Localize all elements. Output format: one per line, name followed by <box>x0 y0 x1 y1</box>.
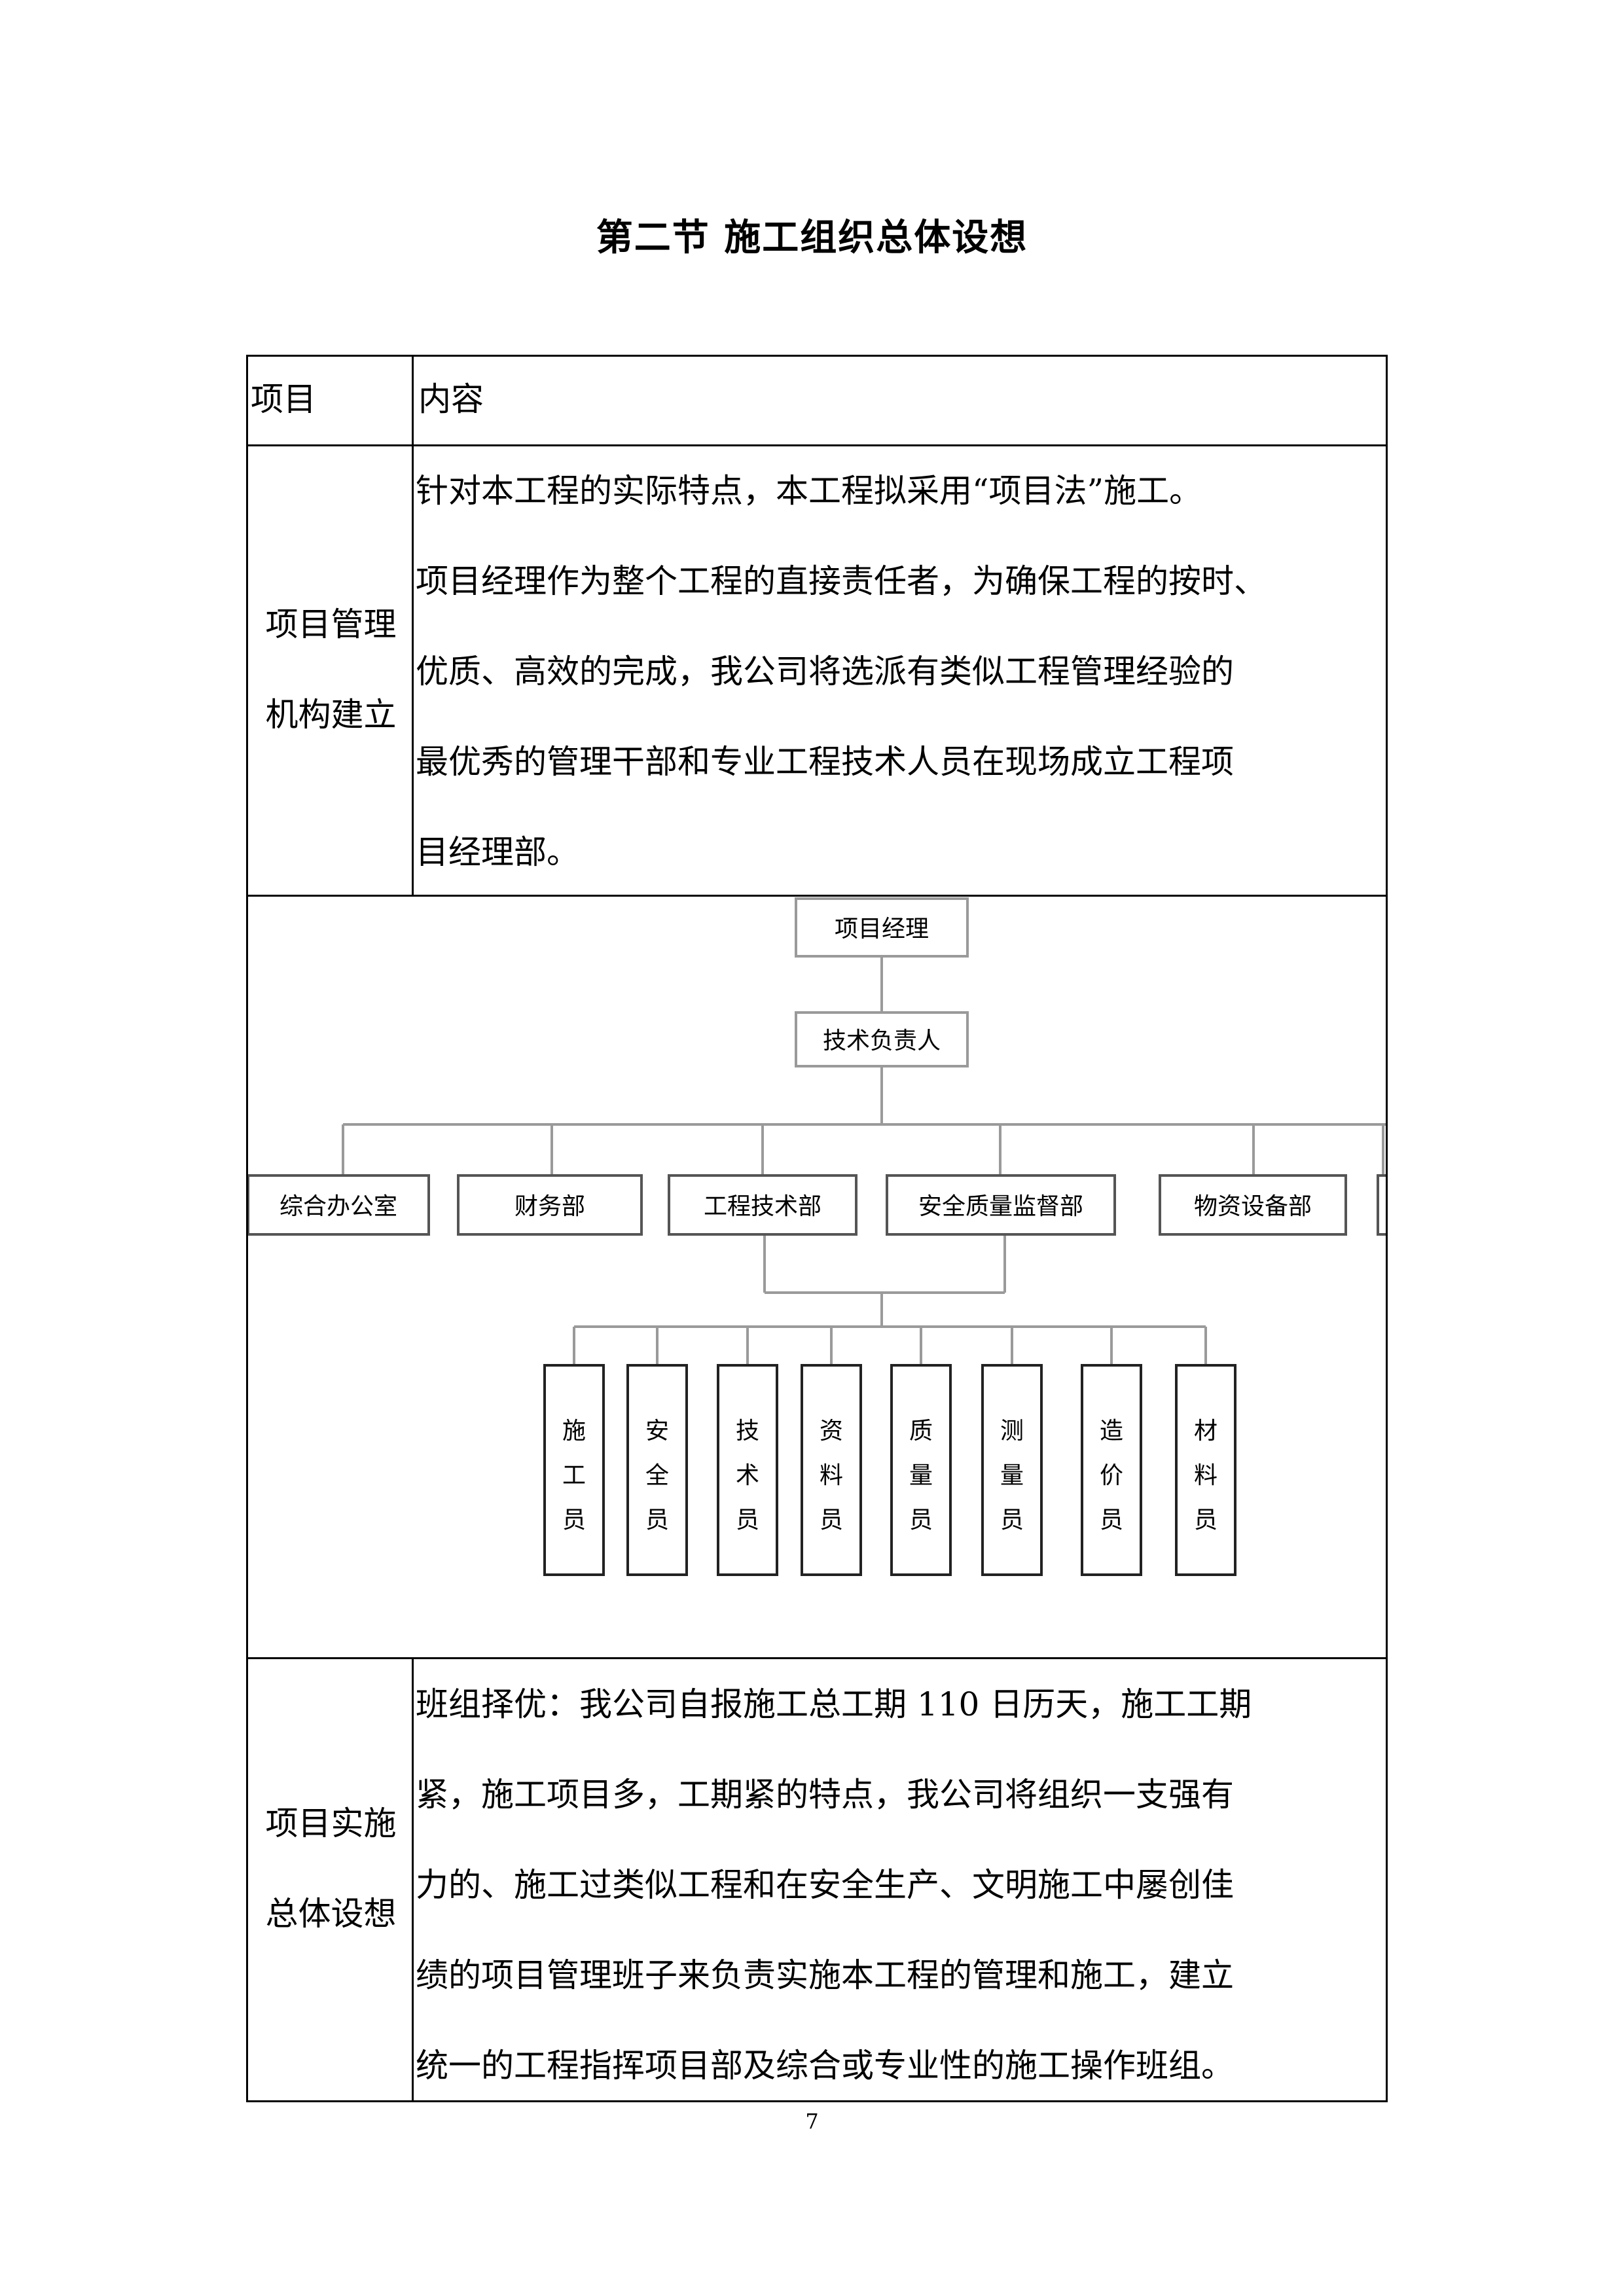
org-label-staff-char: 料 <box>820 1462 843 1489</box>
org-box-dept <box>668 1174 857 1236</box>
content-line: 绩的项目管理班子来负责实施本工程的管理和施工，建立 <box>416 1956 1234 1994</box>
content-line: 针对本工程的实际特点，本工程拟采用“项目法”施工。 <box>416 472 1202 510</box>
content-line: 力的、施工过类似工程和在安全生产、文明施工中屡创佳 <box>416 1866 1234 1904</box>
table-row-divider <box>248 895 1386 897</box>
org-label-dept: 物资设备部 <box>1194 1193 1312 1220</box>
org-box-staff <box>543 1364 605 1576</box>
org-label-tech-lead: 技术负责人 <box>823 1028 941 1054</box>
org-label-staff-char: 全 <box>645 1462 669 1489</box>
org-box-staff <box>1081 1364 1142 1576</box>
org-label-staff-char: 测 <box>1000 1418 1024 1444</box>
org-label-staff-char: 安 <box>645 1418 669 1444</box>
org-label-staff-char: 工 <box>562 1462 586 1489</box>
org-label-staff-char: 员 <box>645 1507 669 1534</box>
org-box-staff <box>626 1364 688 1576</box>
org-label-staff-char: 员 <box>1194 1507 1218 1534</box>
page-title: 第二节 施工组织总体设想 <box>596 216 1028 259</box>
table-row-divider <box>248 1657 1386 1659</box>
org-box-staff <box>717 1364 778 1576</box>
org-box-staff <box>890 1364 952 1576</box>
org-label-staff-char: 价 <box>1100 1462 1123 1489</box>
org-box-second <box>795 1011 969 1067</box>
row-label-implementation: 项目实施 总体设想 <box>248 1778 414 1959</box>
row-content-implementation: 班组择优：我公司自报施工总工期 110 日历天，施工工期 紧，施工项目多，工期紧… <box>416 1659 1384 2111</box>
org-label-staff-char: 施 <box>562 1418 586 1444</box>
row-label-line: 项目实施 <box>265 1804 397 1842</box>
org-label-dept: 综合办公室 <box>280 1193 397 1220</box>
org-label-staff-char: 量 <box>909 1462 933 1489</box>
row-label-line: 项目管理 <box>265 605 397 643</box>
org-label-dept: 安全质量监督部 <box>918 1193 1083 1220</box>
content-line: 优质、高效的完成，我公司将选派有类似工程管理经验的 <box>416 653 1234 691</box>
row-label-management: 项目管理 机构建立 <box>248 579 414 760</box>
org-label-staff-char: 术 <box>736 1462 759 1489</box>
header-item-label: 项目 <box>251 380 316 418</box>
org-box-staff <box>1175 1364 1236 1576</box>
content-line: 班组择优：我公司自报施工总工期 110 日历天，施工工期 <box>416 1685 1252 1723</box>
org-label-staff-char: 员 <box>820 1507 843 1534</box>
header-content-label: 内容 <box>418 380 484 418</box>
content-line: 统一的工程指挥项目部及综合或专业性的施工操作班组。 <box>416 2047 1234 2085</box>
org-label-staff-char: 材 <box>1194 1418 1218 1444</box>
org-label-staff-char: 质 <box>909 1418 933 1444</box>
org-label-staff-char: 造 <box>1100 1418 1123 1444</box>
row-label-line: 机构建立 <box>265 696 397 734</box>
content-line: 目经理部。 <box>416 833 579 871</box>
table-row-divider <box>248 444 1386 446</box>
org-box-dept <box>886 1174 1116 1236</box>
content-line: 紧，施工项目多，工期紧的特点，我公司将组织一支强有 <box>416 1776 1234 1814</box>
org-box-dept <box>1159 1174 1347 1236</box>
org-label-staff-char: 员 <box>909 1507 933 1534</box>
content-table: 项目 内容 项目管理 机构建立 针对本工程的实际特点，本工程拟采用“项目法”施工… <box>246 355 1388 2102</box>
table-col-divider <box>412 357 414 895</box>
row-content-management: 针对本工程的实际特点，本工程拟采用“项目法”施工。 项目经理作为整个工程的直接责… <box>416 446 1384 897</box>
table-col-divider <box>412 1657 414 2102</box>
org-label-staff-char: 员 <box>1100 1507 1123 1534</box>
org-box-staff <box>981 1364 1043 1576</box>
org-box-dept <box>248 1174 430 1236</box>
org-label-staff-char: 量 <box>1000 1462 1024 1489</box>
org-box-staff <box>801 1364 862 1576</box>
page-number: 7 <box>805 2109 819 2134</box>
org-label-dept: 财务部 <box>514 1193 585 1220</box>
org-label-staff-char: 资 <box>820 1418 843 1444</box>
org-chart-connectors <box>342 956 1386 1365</box>
content-line: 项目经理作为整个工程的直接责任者，为确保工程的按时、 <box>416 562 1267 600</box>
org-box-top <box>795 897 969 958</box>
org-label-dept: 工程技术部 <box>704 1193 821 1220</box>
org-box-dept <box>457 1174 643 1236</box>
org-label-staff-char: 员 <box>1000 1507 1024 1534</box>
org-label-staff-char: 员 <box>562 1507 586 1534</box>
org-label-staff-char: 料 <box>1194 1462 1218 1489</box>
org-box-dept-cut <box>1377 1174 1386 1236</box>
content-line: 最优秀的管理干部和专业工程技术人员在现场成立工程项 <box>416 743 1234 781</box>
row-label-line: 总体设想 <box>265 1895 397 1933</box>
org-chart: 项目经理 技术负责人 综合办公室 财务部 工程技术部 安全质量监督部 物资设备部… <box>248 897 1386 1576</box>
org-label-staff-char: 技 <box>736 1418 759 1444</box>
org-label-project-manager: 项目经理 <box>835 916 929 942</box>
org-label-staff-char: 员 <box>736 1507 759 1534</box>
